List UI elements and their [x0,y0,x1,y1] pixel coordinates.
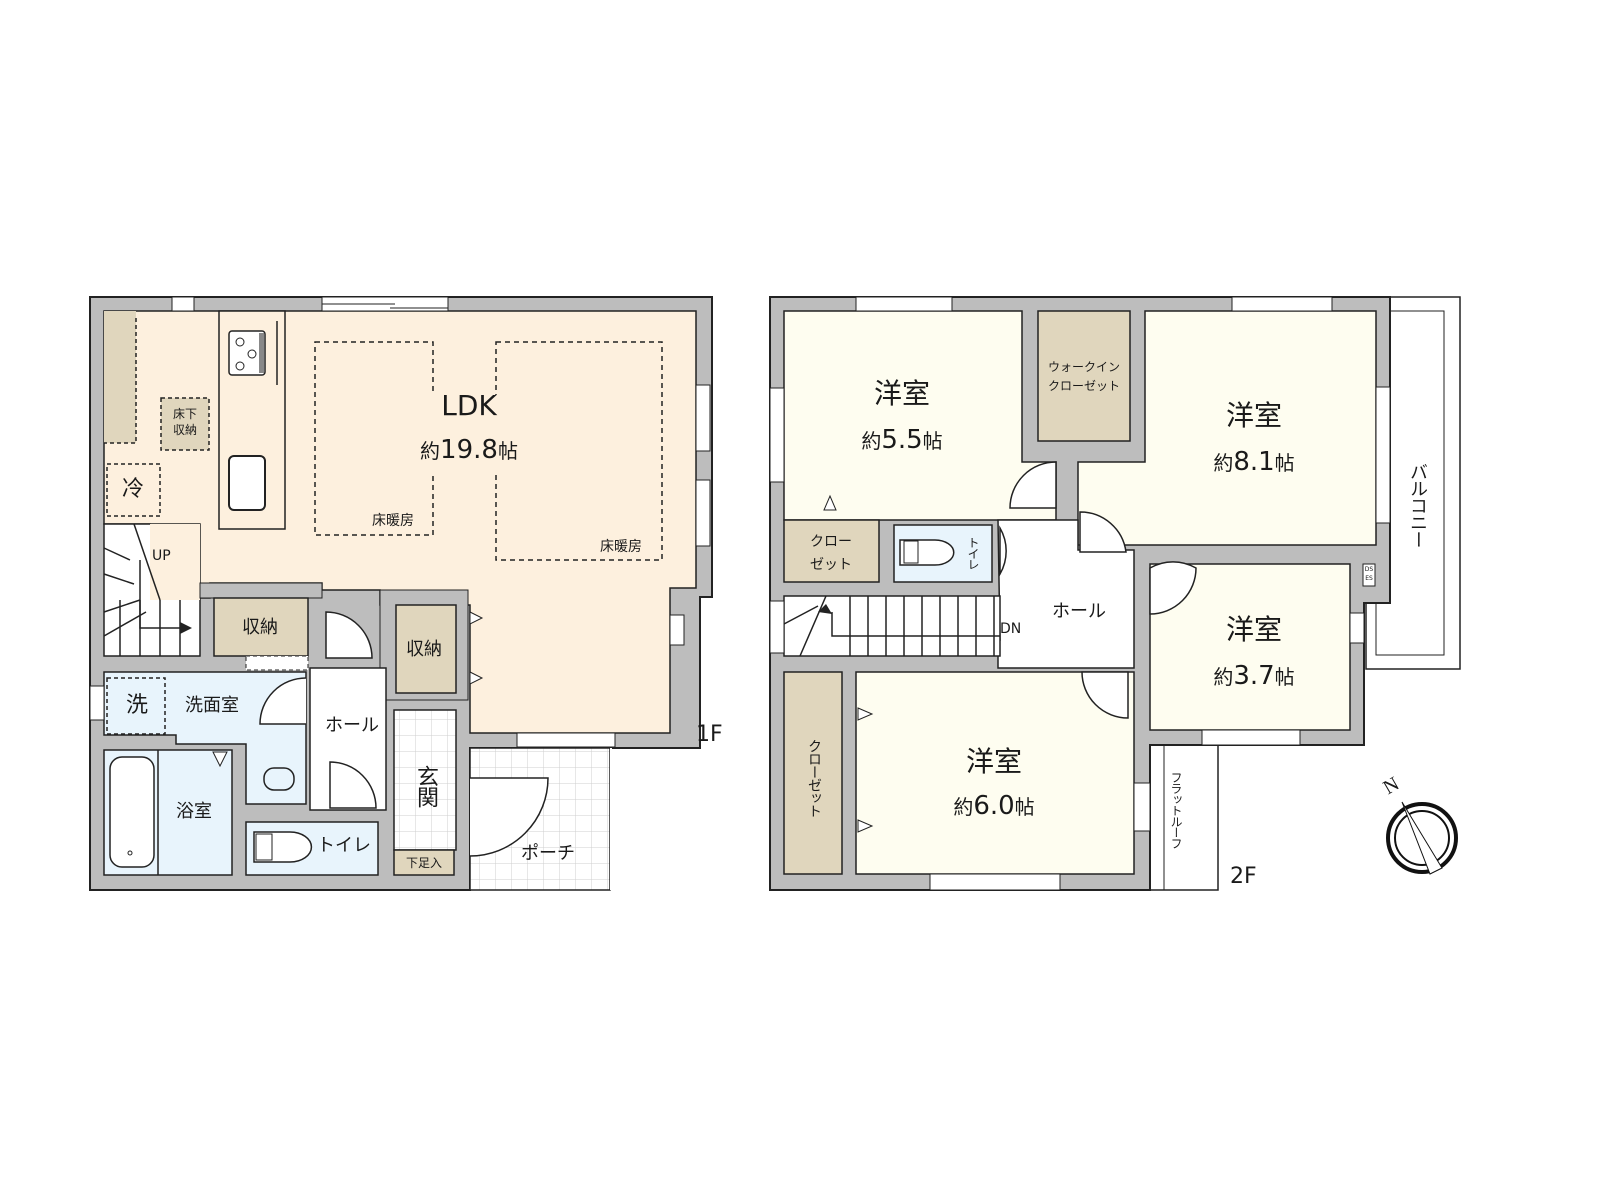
2f-flat-roof-label: フラットルーフ [1169,771,1183,849]
1f-shoe-storage-label: 下足入 [405,856,443,870]
2f-wic-line1: ウォークイン [1047,360,1121,374]
1f-ldk-label: LDK [441,389,497,422]
size-prefix: 約 [420,439,441,463]
1f-cooktop [228,330,266,376]
1f-storage-1-label: 収納 [242,617,278,638]
size-unit: 帖 [922,429,943,453]
2f-es-label: ES [1365,575,1373,582]
1f-floor-label: 1F [696,722,723,747]
2f-western-a-size: 約5.5帖 [861,427,942,453]
1f-sink [228,455,266,511]
size-prefix: 約 [861,429,882,453]
1f-toilet-label: トイレ [317,835,371,856]
2f-western-a-label: 洋室 [873,377,931,410]
2f-toilet-label: トイレ [966,536,980,570]
compass-icon [1386,801,1458,875]
size-unit: 帖 [497,439,518,463]
size-value: 5.5 [881,425,923,455]
2f-floor-label: 2F [1230,864,1257,889]
2f-western-d [855,671,1135,875]
1f-underfloor-storage-line2: 収納 [172,423,198,437]
size-value: 6.0 [973,791,1015,821]
2f-closet-b [783,671,843,875]
1f-washer-label: 洗 [125,693,149,718]
2f-closet-b-label: クローゼット [806,739,822,817]
2f-stairs-down-label: DN [1000,621,1022,637]
1f-washroom-label: 洗面室 [185,695,239,716]
1f-storage-1 [213,597,309,657]
size-unit: 帖 [1014,795,1035,819]
size-unit: 帖 [1274,451,1295,475]
1f-bathroom-label: 浴室 [176,801,212,822]
2f-western-d-size: 約6.0帖 [953,793,1034,819]
1f-getabako [393,849,455,876]
2f-ds-label: DS [1364,566,1374,573]
1f-floor-heating-2: 床暖房 [600,539,642,555]
2f-closet-a-line2: ゼット [810,557,852,573]
2f-closet-a [783,519,880,583]
size-value: 3.7 [1233,661,1275,691]
size-prefix: 約 [1213,665,1234,689]
2f-stairs [783,595,1001,657]
1f-genkan [393,709,457,851]
size-prefix: 約 [1213,451,1234,475]
2f-western-b-size: 約8.1帖 [1213,449,1294,475]
1f-storage-2 [395,604,457,694]
2f-western-b-label: 洋室 [1225,399,1283,432]
size-prefix: 約 [953,795,974,819]
2f-western-c-size: 約3.7帖 [1213,663,1294,689]
1f-genkan-label: 玄関 [413,765,438,807]
floor-2f [769,296,1461,891]
1f-fridge-label: 冷 [121,477,145,502]
2f-closet-a-line1: クロー [810,534,852,550]
size-unit: 帖 [1274,665,1295,689]
2f-western-d-label: 洋室 [965,745,1023,778]
1f-underfloor-storage-line1: 床下 [172,407,198,421]
size-value: 8.1 [1233,447,1275,477]
1f-storage-2-label: 収納 [406,639,442,660]
2f-wic-line2: クローゼット [1047,379,1121,393]
2f-western-c-label: 洋室 [1225,613,1283,646]
size-value: 19.8 [440,435,498,465]
1f-stairs-up-label: UP [152,548,171,564]
2f-flat-roof [1149,744,1219,891]
1f-hall-label: ホール [325,715,379,736]
2f-hall-label: ホール [1052,601,1106,622]
1f-ldk-size: 約19.8帖 [420,437,518,463]
1f-porch-label: ポーチ [521,843,575,864]
2f-wic [1037,310,1131,442]
floor-1f [89,296,713,891]
2f-balcony-label: バルコニー [1407,462,1428,548]
1f-floor-heating-1: 床暖房 [372,513,414,529]
